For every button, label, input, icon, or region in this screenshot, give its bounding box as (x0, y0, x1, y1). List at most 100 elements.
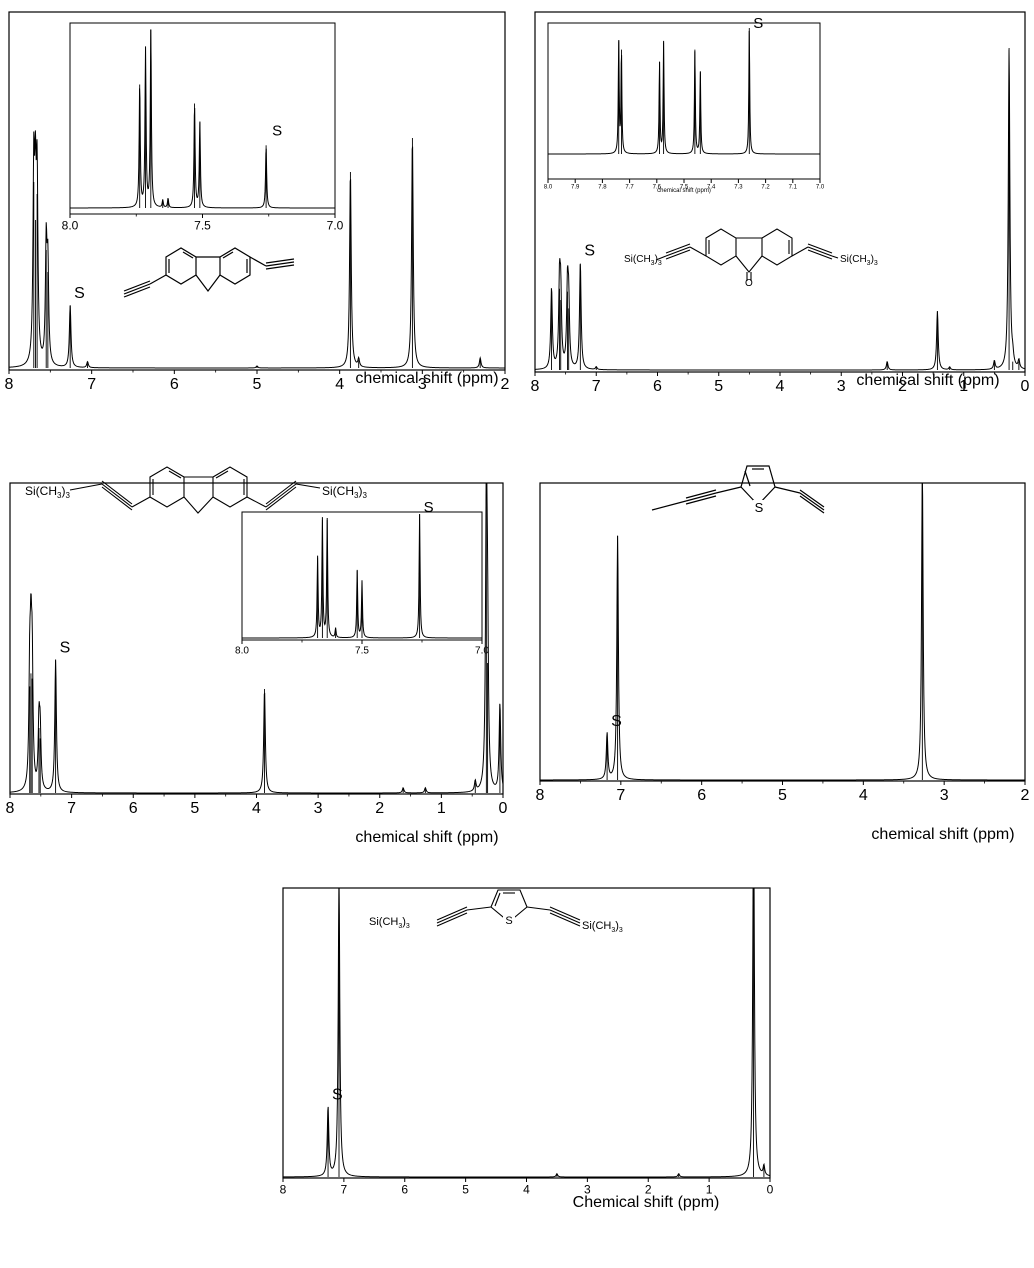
inset-frame (547, 22, 821, 180)
x-tick-label: 3 (940, 787, 949, 804)
plot-frame (282, 887, 771, 1179)
x-tick-label: 7.8 (598, 185, 607, 191)
x-tick-label: 6 (697, 787, 706, 804)
solvent-label: S (753, 15, 763, 32)
svg-text:Si(CH3)3: Si(CH3)3 (624, 254, 662, 267)
x-axis-label: Chemical shift (ppm) (573, 1194, 720, 1211)
x-tick-label: 7.0 (327, 218, 344, 232)
x-tick-label: 8 (280, 1182, 287, 1196)
trace (9, 130, 505, 369)
x-tick-label: 7.5 (194, 218, 211, 232)
x-tick-label: 7 (87, 376, 96, 393)
x-tick-label: 6 (129, 800, 138, 817)
x-tick-label: 0 (1021, 378, 1030, 395)
x-tick-label: 3 (584, 1182, 591, 1196)
x-tick-label: 1 (437, 800, 446, 817)
inset-x-axis: 8.0 7.5 7.0 (235, 640, 489, 657)
x-tick-label: 2 (898, 378, 907, 395)
plot-frame (539, 482, 1026, 782)
annotations: S (584, 243, 595, 260)
solvent-label: S (60, 639, 71, 656)
x-tick-label: 2 (375, 800, 384, 817)
spectrum-line (70, 29, 335, 209)
x-tick-label: 8.0 (62, 218, 79, 232)
x-tick-label: 7 (616, 787, 625, 804)
annotations: S (60, 639, 71, 656)
trace (283, 888, 770, 1178)
structure-tms-fluorenone: O Si(CH3)3 Si(CH3)3 (624, 228, 878, 289)
solvent-label: S (74, 285, 85, 302)
x-tick-label: 1 (706, 1182, 713, 1196)
x-tick-label: 2 (645, 1182, 652, 1196)
spectrum-line (540, 483, 1025, 781)
inset-annotations: S (272, 122, 282, 139)
solvent-label: S (611, 713, 622, 730)
inset-chart: 8.0 7.5 7.0 S (235, 499, 489, 656)
x-tick-label: 7.5 (355, 646, 369, 657)
x-tick-label: 7.0 (816, 185, 825, 191)
x-tick-label: 7 (67, 800, 76, 817)
spectrum-line (242, 514, 482, 639)
x-tick-label: 7.5 (680, 185, 689, 191)
x-tick-label: 8.0 (235, 646, 249, 657)
spectrum-line (548, 30, 820, 155)
x-tick-label: 0 (767, 1182, 774, 1196)
x-tick-label: 4 (335, 376, 344, 393)
x-axis-label: chemical shift (ppm) (355, 370, 498, 387)
annotations: S (74, 285, 85, 302)
x-tick-label: 3 (314, 800, 323, 817)
solvent-label: S (272, 122, 282, 139)
spectrum-line (9, 130, 505, 369)
inset-trace (70, 29, 335, 209)
x-tick-label: 7.3 (734, 185, 743, 191)
svg-text:Si(CH3)3: Si(CH3)3 (840, 254, 878, 267)
annotations: S (332, 1087, 343, 1104)
inset-chart: 8.0 7.5 7.0 S (62, 22, 344, 232)
x-tick-label: 6 (653, 378, 662, 395)
x-tick-label: 5 (190, 800, 199, 817)
x-tick-label: 8 (531, 378, 540, 395)
solvent-label: S (584, 243, 595, 260)
x-axis-label: chemical shift (ppm) (856, 372, 999, 389)
x-tick-label: 7.1 (789, 185, 798, 191)
x-tick-label: 7.7 (625, 185, 634, 191)
x-tick-label: 4 (252, 800, 261, 817)
x-tick-label: 3 (837, 378, 846, 395)
x-tick-label: 8.0 (544, 185, 553, 191)
svg-text:O: O (745, 278, 753, 289)
x-axis-label: chemical shift (ppm) (871, 826, 1014, 843)
x-tick-label: 7.0 (475, 646, 489, 657)
solvent-label: S (332, 1087, 343, 1104)
x-tick-label: 2 (501, 376, 510, 393)
x-tick-label: 6 (170, 376, 179, 393)
x-tick-label: 8 (536, 787, 545, 804)
inset-annotations: S (753, 15, 763, 32)
svg-text:S: S (755, 500, 764, 515)
structure-diethynylfluorene (123, 247, 295, 298)
x-tick-label: 5 (714, 378, 723, 395)
x-tick-label: 7.4 (707, 185, 716, 191)
trace (10, 483, 503, 794)
x-tick-label: 7.6 (653, 185, 662, 191)
inset-trace (242, 514, 482, 639)
x-tick-label: 5 (462, 1182, 469, 1196)
inset-frame (69, 22, 336, 215)
inset-annotations: S (424, 499, 434, 516)
svg-text:Si(CH3)3: Si(CH3)3 (25, 484, 70, 500)
spectrum-line (10, 483, 503, 794)
x-tick-label: 4 (776, 378, 785, 395)
spectrum-line (535, 49, 1025, 371)
x-tick-label: 2 (1021, 787, 1030, 804)
